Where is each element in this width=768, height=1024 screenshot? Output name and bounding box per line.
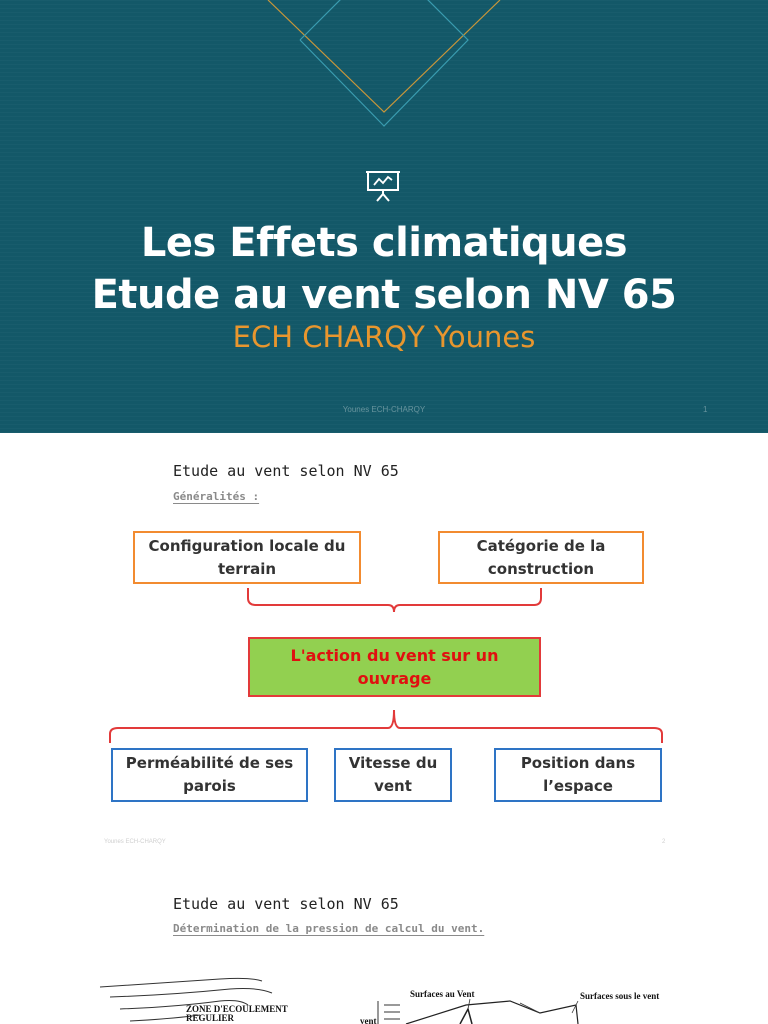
box-vitesse-vent: Vitesse du vent <box>334 748 452 802</box>
box-categorie-construction: Catégorie de la construction <box>438 531 644 584</box>
decorative-diamonds <box>267 0 501 127</box>
slide2-page-number: 2 <box>662 839 666 845</box>
presentation-icon <box>366 171 400 202</box>
label-vent: vent <box>360 1016 377 1024</box>
slide3-heading: Etude au vent selon NV 65 <box>173 895 399 913</box>
label-surfaces-sous-le-vent: Surfaces sous le vent <box>580 991 659 1001</box>
box-permeabilite: Perméabilité de ses parois <box>111 748 308 802</box>
slide2-heading: Etude au vent selon NV 65 <box>173 462 399 480</box>
author-subtitle: ECH CHARQY Younes <box>232 320 536 354</box>
box-configuration-locale: Configuration locale du terrain <box>133 531 361 584</box>
slide2-subheading: Généralités : <box>173 490 260 503</box>
page-number: 1 <box>703 405 708 414</box>
wind-pressure-diagram: ZONE D'ECOULEMENT REGULIER Surfaces au V… <box>99 977 659 1024</box>
label-surfaces-au-vent: Surfaces au Vent <box>410 989 475 999</box>
background-texture <box>0 0 768 433</box>
slide-footer: Younes ECH-CHARQY <box>342 405 426 414</box>
box-action-vent: L'action du vent sur un ouvrage <box>248 637 541 697</box>
title-slide: Les Effets climatiques Etude au vent sel… <box>0 0 768 433</box>
slide3-subheading: Détermination de la pression de calcul d… <box>173 922 485 935</box>
zone-label-1: ZONE D'ECOULEMENT <box>186 1004 288 1014</box>
title-line-2: Etude au vent selon NV 65 <box>91 272 677 318</box>
title-line-1: Les Effets climatiques <box>140 220 628 266</box>
box-position-espace: Position dans l’espace <box>494 748 662 802</box>
zone-label-2: REGULIER <box>186 1013 235 1023</box>
slide2-footer: Younes ECH-CHARQY <box>104 839 166 845</box>
